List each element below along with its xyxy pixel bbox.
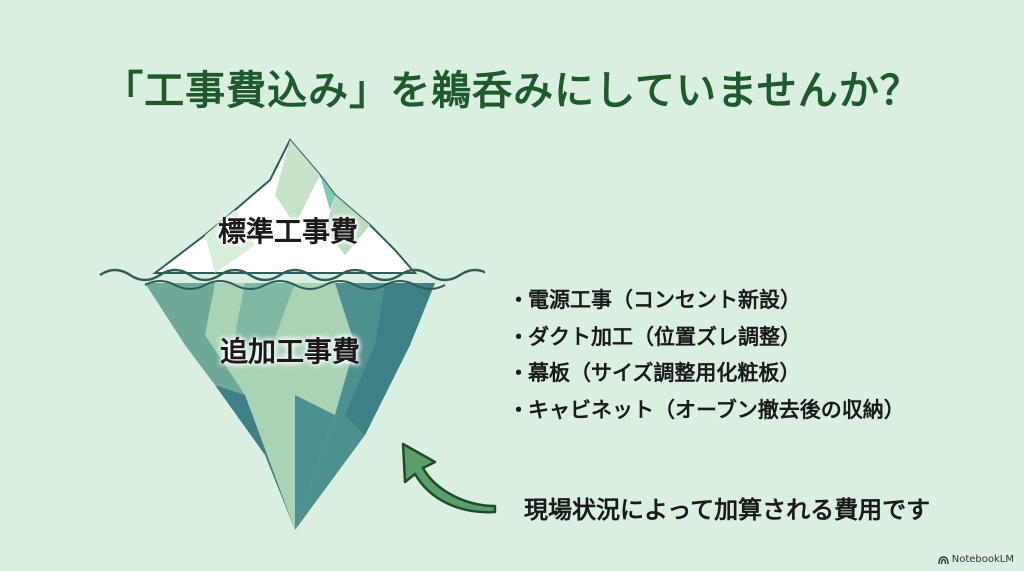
standard-cost-label: 標準工事費 <box>218 215 359 248</box>
caption-text: 現場状況によって加算される費用です <box>524 496 931 524</box>
list-item: ・ダクト加工（位置ズレ調整） <box>508 324 801 349</box>
list-item: ・キャビネット（オーブン撤去後の収納） <box>508 397 905 422</box>
list-item: ・電源工事（コンセント新設） <box>508 288 801 312</box>
additional-cost-list: ・電源工事（コンセント新設） ・ダクト加工（位置ズレ調整） ・幕板（サイズ調整用… <box>508 282 905 428</box>
brand-watermark: NotebookLM <box>938 554 1014 565</box>
slide-title: 「工事費込み」を鵜呑みにしていませんか？ <box>103 68 921 114</box>
iceberg-illustration <box>99 138 485 530</box>
list-item: ・幕板（サイズ調整用化粧板） <box>508 361 801 385</box>
additional-cost-label: 追加工事費 <box>220 335 361 368</box>
curved-arrow-icon <box>401 442 497 514</box>
notebooklm-logo-icon <box>938 555 949 564</box>
